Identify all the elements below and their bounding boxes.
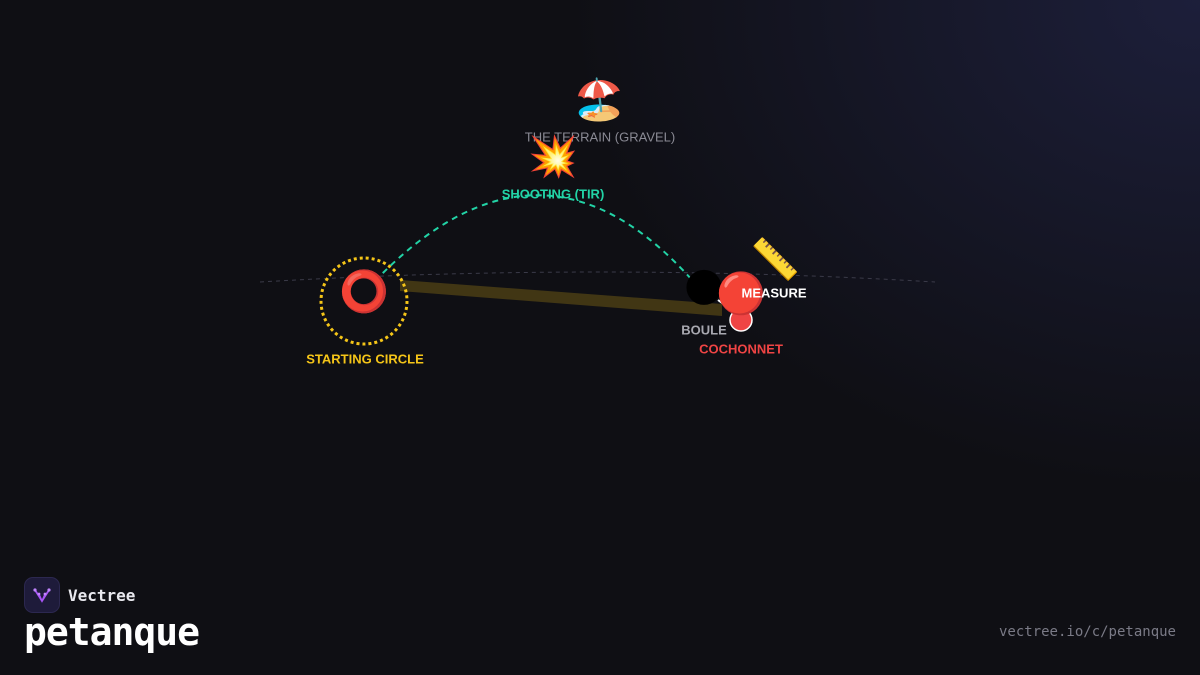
page-title: petanque <box>24 610 200 654</box>
ruler-icon: 📏 <box>750 237 800 283</box>
terrain-label: THE TERRAIN (GRAVEL) <box>524 129 676 145</box>
cochonnet-label: COCHONNET <box>699 341 783 357</box>
starting-circle-label: STARTING CIRCLE <box>306 351 424 367</box>
starting-circle-ring <box>319 256 409 346</box>
brand[interactable]: Vectree <box>24 577 135 613</box>
page-url[interactable]: vectree.io/c/petanque <box>998 624 1176 640</box>
pointing-path <box>400 280 722 316</box>
beach-umbrella-icon: 🏖️ <box>574 77 624 123</box>
boule-label: BOULE <box>681 322 727 338</box>
cochonnet-ball <box>729 308 753 332</box>
dark-ball-icon: 🌑 <box>683 266 725 312</box>
measure-label: MEASURE <box>741 285 807 301</box>
collision-icon: 💥 <box>528 134 578 180</box>
hollow-red-circle-icon: ⭕ <box>339 269 389 315</box>
brand-name: Vectree <box>68 585 136 605</box>
vectree-logo-icon <box>24 577 60 613</box>
ground-line <box>259 271 936 283</box>
shooting-trajectory <box>374 194 693 282</box>
red-ball-icon: 🔴 <box>716 271 766 317</box>
shooting-label: SHOOTING (TIR) <box>501 186 605 202</box>
